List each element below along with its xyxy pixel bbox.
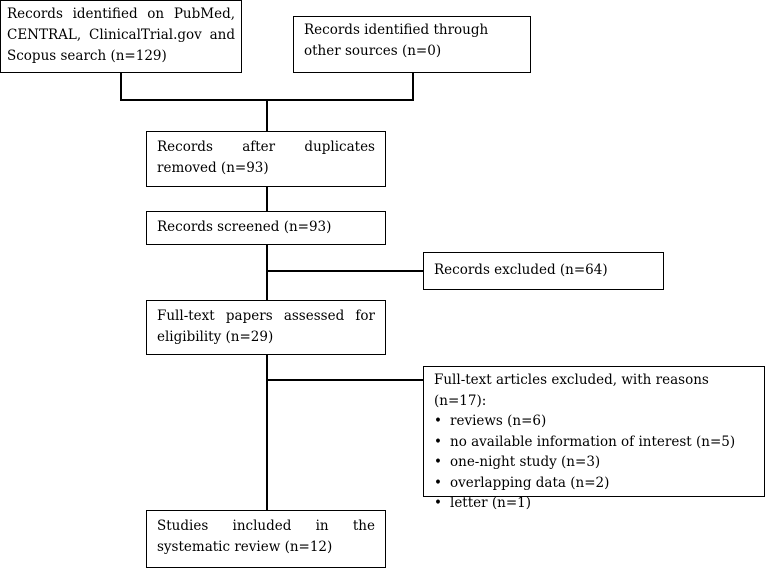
records-screened-text: Records screened (n=93) bbox=[157, 219, 332, 235]
records-identified-database-box: Records identified on PubMed, CENTRAL, C… bbox=[0, 0, 242, 73]
connector-line bbox=[266, 186, 268, 212]
connector-line bbox=[266, 379, 424, 381]
records-excluded-text: Records excluded (n=64) bbox=[434, 262, 608, 278]
studies-included-box: Studies included in the systematic revie… bbox=[146, 510, 386, 568]
connector-line bbox=[266, 99, 268, 132]
connector-line bbox=[412, 72, 414, 100]
exclusion-reason-item: overlapping data (n=2) bbox=[434, 473, 754, 494]
records-screened-box: Records screened (n=93) bbox=[146, 211, 386, 245]
fulltext-excluded-box: Full-text articles excluded, with reason… bbox=[423, 366, 765, 513]
connector-line bbox=[266, 244, 268, 301]
records-identified-other-text: Records identified through other sources… bbox=[304, 22, 489, 59]
records-identified-database-text: Records identified on PubMed, CENTRAL, C… bbox=[7, 6, 235, 64]
fulltext-assessed-box: Full-text papers assessed for eligibilit… bbox=[146, 300, 386, 355]
records-excluded-box: Records excluded (n=64) bbox=[423, 252, 664, 290]
records-identified-other-box: Records identified through other sources… bbox=[293, 16, 531, 73]
exclusion-reason-item: no available information of interest (n=… bbox=[434, 432, 754, 453]
exclusion-reason-item: one-night study (n=3) bbox=[434, 452, 754, 473]
fulltext-assessed-text: Full-text papers assessed for eligibilit… bbox=[157, 308, 375, 345]
exclusion-reason-item: reviews (n=6) bbox=[434, 411, 754, 432]
connector-line bbox=[266, 270, 424, 272]
connector-line bbox=[266, 354, 268, 511]
connector-line bbox=[120, 72, 122, 100]
studies-included-text: Studies included in the systematic revie… bbox=[157, 518, 375, 555]
records-after-duplicates-box: Records after duplicates removed (n=93) bbox=[146, 131, 386, 187]
exclusion-reason-item: letter (n=1) bbox=[434, 493, 754, 514]
exclusion-reasons-list: reviews (n=6) no available information o… bbox=[434, 411, 754, 514]
fulltext-excluded-title: Full-text articles excluded, with reason… bbox=[434, 372, 709, 409]
records-after-duplicates-text: Records after duplicates removed (n=93) bbox=[157, 139, 375, 176]
